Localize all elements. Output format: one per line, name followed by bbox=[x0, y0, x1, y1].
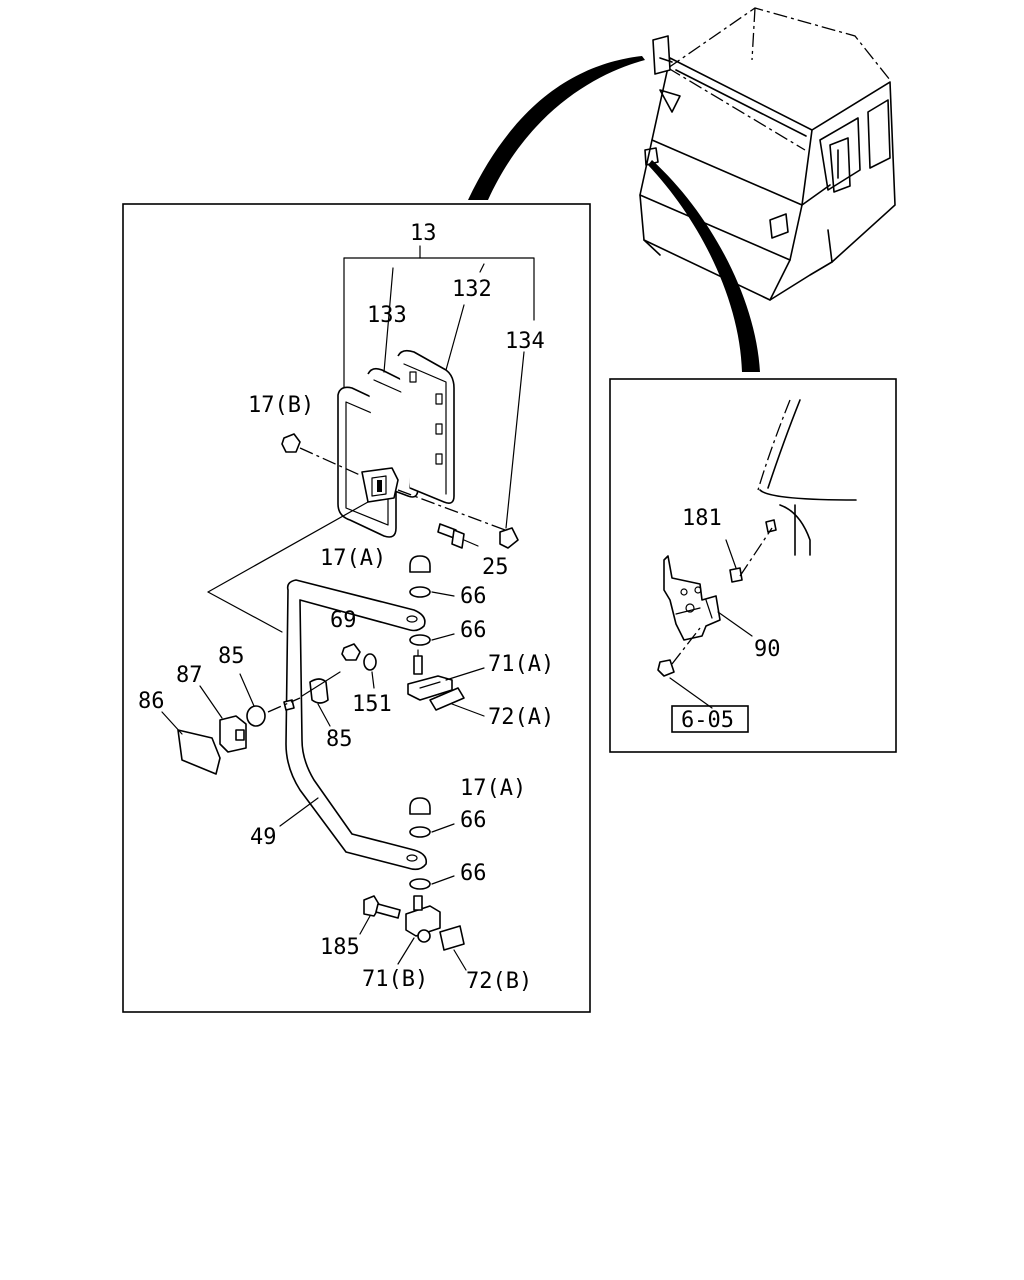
bulb-85-left bbox=[246, 705, 266, 727]
mirror-stay-49 bbox=[285, 579, 428, 871]
label-72b: 72(B) bbox=[466, 969, 532, 994]
cap-nut-17a-lower bbox=[409, 797, 431, 815]
nut-69 bbox=[341, 643, 361, 661]
label-85-right: 85 bbox=[326, 727, 353, 752]
label-72a: 72(A) bbox=[488, 705, 554, 730]
plate-72b bbox=[439, 925, 465, 951]
bracket-71a bbox=[407, 649, 453, 701]
label-90: 90 bbox=[754, 637, 781, 662]
washer-66-upper-1 bbox=[409, 586, 431, 598]
label-85-left: 85 bbox=[218, 644, 245, 669]
mirror-assembly bbox=[337, 245, 535, 538]
bracket-detail-frame bbox=[609, 378, 897, 753]
label-181: 181 bbox=[682, 506, 722, 531]
label-49: 49 bbox=[250, 825, 277, 850]
bracket-71b bbox=[405, 895, 441, 943]
washer-66-upper-2 bbox=[409, 634, 431, 646]
label-71a: 71(A) bbox=[488, 652, 554, 677]
plate-72a bbox=[429, 687, 465, 711]
label-ref-6-05: 6-05 bbox=[681, 708, 734, 733]
label-66-3: 66 bbox=[460, 808, 487, 833]
washer-66-lower-1 bbox=[409, 826, 431, 838]
label-71b: 71(B) bbox=[362, 967, 428, 992]
label-151: 151 bbox=[352, 692, 392, 717]
label-132: 132 bbox=[452, 277, 492, 302]
washer-66-lower-2 bbox=[409, 878, 431, 890]
washer-151 bbox=[363, 653, 377, 671]
lens-86 bbox=[177, 729, 221, 775]
label-87: 87 bbox=[176, 663, 203, 688]
label-133: 133 bbox=[367, 303, 407, 328]
reference-box-6-05 bbox=[671, 705, 749, 733]
label-17a-lower: 17(A) bbox=[460, 776, 526, 801]
pointer-arc-main bbox=[468, 56, 645, 200]
label-66-1: 66 bbox=[460, 584, 487, 609]
label-185: 185 bbox=[320, 935, 360, 960]
label-13: 13 bbox=[410, 221, 437, 246]
truck-cab-illustration bbox=[639, 7, 896, 301]
screw-25 bbox=[437, 523, 479, 549]
label-86: 86 bbox=[138, 689, 165, 714]
label-66-2: 66 bbox=[460, 618, 487, 643]
main-detail-frame bbox=[122, 203, 591, 1013]
label-17a-upper: 17(A) bbox=[320, 546, 386, 571]
lamp-base-87 bbox=[219, 715, 247, 753]
label-66-4: 66 bbox=[460, 861, 487, 886]
cap-nut-17a-upper bbox=[409, 555, 431, 573]
label-69: 69 bbox=[330, 608, 357, 633]
label-25: 25 bbox=[482, 555, 509, 580]
nut-17b bbox=[281, 433, 301, 453]
grommet-134 bbox=[499, 527, 519, 549]
label-17b: 17(B) bbox=[248, 393, 314, 418]
cab-bracket-detail bbox=[657, 399, 857, 709]
pointer-arc-bracket bbox=[648, 160, 760, 372]
screw-85-right bbox=[309, 678, 329, 704]
label-134: 134 bbox=[505, 329, 545, 354]
bolt-185 bbox=[363, 895, 401, 919]
